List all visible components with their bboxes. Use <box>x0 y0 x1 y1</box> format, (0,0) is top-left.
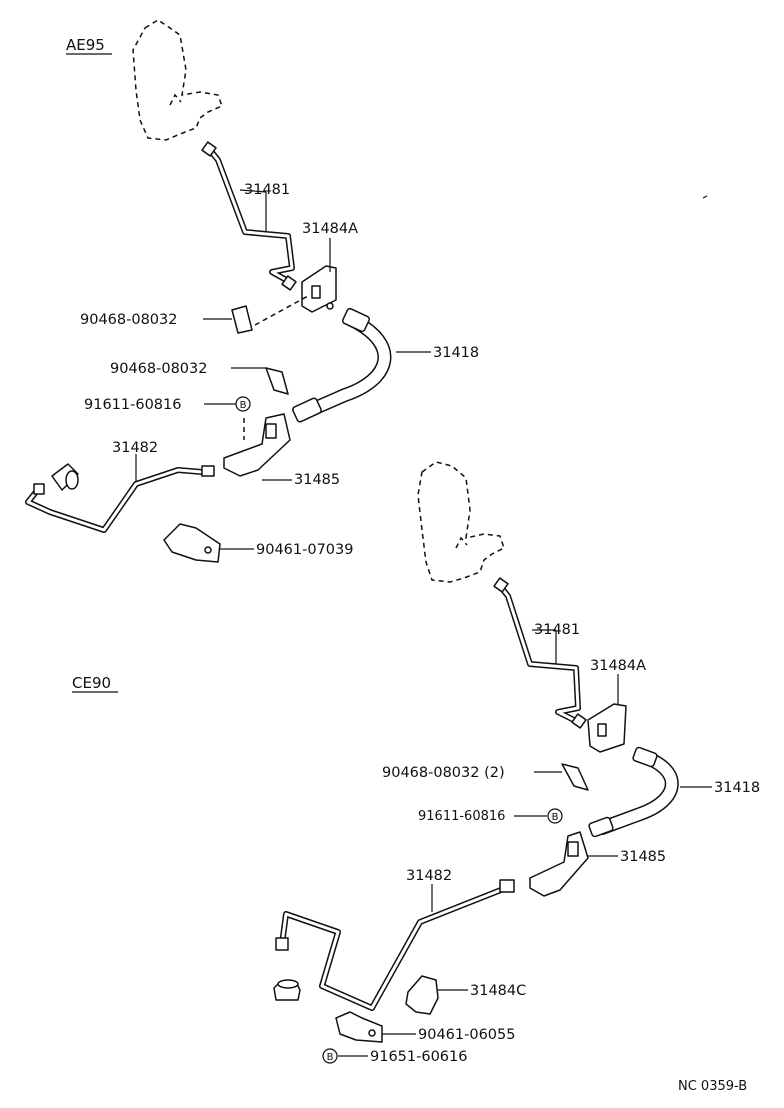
stray-mark <box>702 195 708 199</box>
label-31484c: 31484C <box>470 983 526 999</box>
marker-b-mid-text: B <box>552 812 559 823</box>
label-31418-b: 31418 <box>714 780 760 796</box>
label-90468-08032-upper: 90468-08032 <box>80 312 178 328</box>
label-31485-b: 31485 <box>620 849 666 865</box>
bracket-31484a-b <box>587 703 627 753</box>
label-31418: 31418 <box>433 345 479 361</box>
label-91611-60816-b: 91611-60816 <box>418 809 505 824</box>
pipe-31481-b-fitting-top <box>493 577 509 593</box>
label-31481: 31481 <box>244 182 290 198</box>
pipe-31482-b-fitting-left <box>275 937 289 951</box>
section-ae95: AE95 <box>25 19 479 563</box>
bracket-31484a-b-slot <box>597 723 607 737</box>
pipe-31481-fitting-bottom <box>281 275 297 291</box>
pipe-31482-fitting-left <box>33 483 45 495</box>
clamp-90461-07039 <box>163 523 221 563</box>
section-title-ae95: AE95 <box>66 36 105 54</box>
label-90468-08032-lower: 90468-08032 <box>110 361 208 377</box>
clamp-hole <box>204 546 212 554</box>
bracket-31484a-slot <box>311 285 321 299</box>
bracket-31485 <box>223 413 291 477</box>
clip-90468-b <box>561 763 589 791</box>
hose-31418-end-upper <box>341 307 371 333</box>
label-31484a: 31484A <box>302 221 358 237</box>
marker-b-mid <box>547 808 563 824</box>
label-90468-08032-2: 90468-08032 (2) <box>382 765 505 781</box>
release-cylinder-end <box>65 470 79 490</box>
master-cylinder-port-2 <box>455 536 468 549</box>
section-title-ce90: CE90 <box>72 674 111 692</box>
label-91651-60616: 91651-60616 <box>370 1049 468 1065</box>
label-31485: 31485 <box>294 472 340 488</box>
master-cylinder-port <box>169 93 182 106</box>
clamp-90461-06055 <box>335 1011 383 1043</box>
marker-b-top-text: B <box>240 400 247 411</box>
clip-90468-upper <box>231 305 253 334</box>
clamp-b-hole <box>368 1029 376 1037</box>
hose-31418-b-end-upper <box>632 746 658 768</box>
drawing-code: NC 0359-B <box>678 1079 747 1094</box>
label-31482-b: 31482 <box>406 868 452 884</box>
clip-31484c <box>405 975 439 1015</box>
bracket-31485-b-slot <box>567 841 579 857</box>
marker-b-top <box>235 396 251 412</box>
clip-to-bracket-dash <box>254 295 309 326</box>
label-31481-b: 31481 <box>534 622 580 638</box>
bracket-31485-b <box>529 831 589 897</box>
pipe-sleeve-top <box>277 979 299 989</box>
master-cylinder-outline <box>132 19 223 141</box>
clip-90468-lower <box>265 367 289 395</box>
pipe-31482-b-fitting-right <box>499 879 515 893</box>
pipe-31481-b-fitting-bottom <box>571 713 587 729</box>
bracket-31485-slot <box>265 423 277 439</box>
label-90461-06055: 90461-06055 <box>418 1027 516 1043</box>
label-90461-07039: 90461-07039 <box>256 542 354 558</box>
label-31482: 31482 <box>112 440 158 456</box>
marker-b-bottom-text: B <box>327 1052 334 1063</box>
bracket-31484a-bolt <box>326 302 334 310</box>
label-91611-60816: 91611-60816 <box>84 397 182 413</box>
marker-b-bottom <box>322 1048 338 1064</box>
pipe-31482-fitting-right <box>201 465 215 477</box>
pipe-31481-fitting-top <box>201 141 217 157</box>
hose-31418-end-lower <box>292 397 322 423</box>
label-31484a-b: 31484A <box>590 658 646 674</box>
section-ce90: CE90 <box>72 461 760 1065</box>
master-cylinder-outline-2 <box>417 461 505 583</box>
hose-31418-b-end-lower <box>588 816 614 838</box>
